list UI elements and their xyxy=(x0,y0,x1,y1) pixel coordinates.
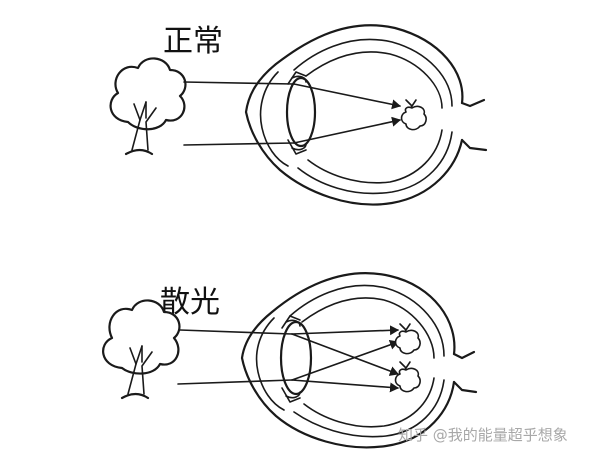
tree-icon xyxy=(109,57,187,156)
panel-normal-label: 正常 xyxy=(163,24,223,59)
eyeball-icon xyxy=(240,272,478,449)
tree-icon xyxy=(102,299,181,400)
watermark: 知乎 @我的能量超乎想象 xyxy=(398,426,568,444)
panel-normal: 正常 xyxy=(109,24,488,206)
lens-icon xyxy=(285,71,317,155)
eyeball-icon xyxy=(244,24,488,206)
light-rays-astigmatism xyxy=(177,325,399,393)
retina-image-icon xyxy=(394,361,421,393)
lens-icon xyxy=(279,315,313,403)
retina-image-icon xyxy=(394,323,421,355)
retina-image-icon xyxy=(400,99,427,131)
panel-astigmatism: 散光 xyxy=(102,272,478,449)
